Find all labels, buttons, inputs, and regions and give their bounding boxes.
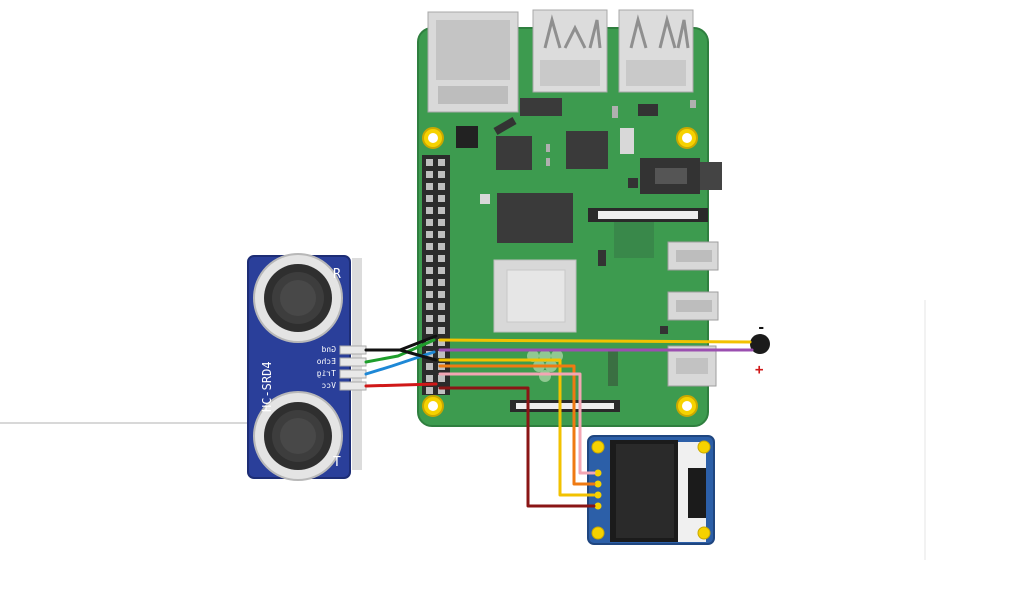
gpio-pin [426, 315, 433, 322]
gpio-pin [426, 291, 433, 298]
gpio-pin [438, 315, 445, 322]
gpio-pin [426, 171, 433, 178]
transducer-transmitter [253, 391, 343, 481]
wire-echo [364, 338, 436, 364]
pin-label-gnd: Gnd [321, 345, 336, 354]
pin-label-trig: Trig [317, 369, 336, 378]
gpio-pin [426, 195, 433, 202]
hdmi-port-1 [667, 241, 719, 271]
wire-oled-sda [438, 372, 596, 475]
gpio-pin [438, 327, 445, 334]
usb-c-power-port [667, 345, 717, 387]
gpio-pin [438, 291, 445, 298]
usb-port-left [532, 9, 608, 93]
gpio-pin [438, 171, 445, 178]
pin-label-echo: Echo [317, 357, 336, 366]
gpio-pin [426, 207, 433, 214]
gpio-pin [426, 219, 433, 226]
gpio-pin [438, 375, 445, 382]
buzzer-minus-label: - [757, 320, 765, 336]
gpio-pin [438, 183, 445, 190]
chip-ram [497, 193, 573, 243]
gpio-pin [426, 303, 433, 310]
raspberry-pi-board [417, 9, 722, 427]
gpio-pin [438, 231, 445, 238]
gpio-pin [438, 279, 445, 286]
wire-oled-vcc [438, 386, 596, 508]
wire-gnd-link [398, 348, 438, 362]
gpio-pin [426, 231, 433, 238]
sensor-model-label: HC-SRD4 [260, 361, 274, 412]
led-block [620, 128, 634, 154]
gpio-pin [438, 303, 445, 310]
wire-buzzer-gnd [438, 338, 752, 344]
gpio-pin [438, 267, 445, 274]
gpio-pin [438, 339, 445, 346]
chip-ethernet-controller [566, 131, 608, 169]
gpio-pin [426, 387, 433, 394]
gpio-pin [426, 255, 433, 262]
gpio-pin [426, 159, 433, 166]
gpio-pin [426, 243, 433, 250]
ultrasonic-sensor: R T HC-SRD4 Gnd Echo Trig Vcc [247, 253, 367, 481]
buzzer-body [750, 334, 770, 354]
audio-jack [640, 158, 722, 194]
wire-vcc [364, 382, 438, 388]
gpio-pin [438, 207, 445, 214]
hdmi-port-2 [667, 291, 719, 321]
gpio-pin [426, 375, 433, 382]
gpio-pin [438, 159, 445, 166]
wire-oled-scl [438, 364, 596, 486]
chip-wifi [614, 218, 654, 258]
gpio-pin [438, 219, 445, 226]
usb-port-right [618, 9, 694, 93]
transducer-receiver [253, 253, 343, 343]
poe-header [456, 126, 478, 148]
oled-display-module [587, 435, 715, 545]
gpio-pin [438, 255, 445, 262]
gpio-pin [438, 351, 445, 358]
chip-small [520, 98, 562, 116]
oled-pin-header [594, 469, 602, 510]
gpio-pin [438, 387, 445, 394]
buzzer-plus-label: + [755, 362, 763, 378]
soc-chip [493, 259, 577, 333]
sensor-corner-label-t: T [333, 455, 341, 470]
chip-usb-controller [496, 136, 532, 170]
ethernet-port [427, 11, 519, 113]
wire-oled-gnd [438, 358, 596, 497]
gpio-pin [426, 327, 433, 334]
gpio-pin [438, 243, 445, 250]
gpio-pin [426, 267, 433, 274]
gpio-pin [426, 363, 433, 370]
sensor-corner-label-r: R [333, 267, 341, 282]
gpio-pin [426, 279, 433, 286]
gpio-pin [426, 183, 433, 190]
pin-label-vcc: Vcc [321, 381, 336, 390]
gpio-pin [438, 195, 445, 202]
buzzer: - + [750, 320, 770, 378]
wires [364, 334, 754, 508]
